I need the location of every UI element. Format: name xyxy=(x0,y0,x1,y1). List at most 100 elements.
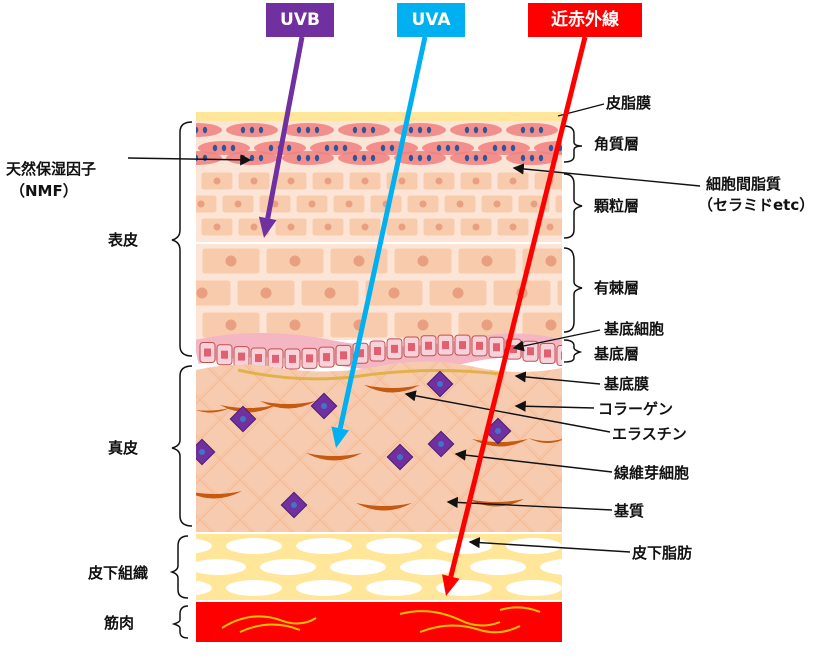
label-intercellular-lipid-note: （セラミドetc） xyxy=(698,196,815,214)
corneum-nucleus xyxy=(370,126,376,134)
cell-nucleus xyxy=(472,177,480,185)
fat-cell xyxy=(436,538,492,554)
collagen-fiber xyxy=(306,453,362,461)
cell-nucleus xyxy=(162,256,173,267)
collagen-fiber xyxy=(196,408,230,413)
light-rays xyxy=(258,36,588,596)
fat-cell xyxy=(226,580,282,596)
muscle-layer xyxy=(196,602,562,642)
basal-nucleus xyxy=(561,351,562,360)
granular-cells xyxy=(148,171,562,237)
cell-nucleus xyxy=(546,223,554,231)
corneum-nucleus xyxy=(361,154,367,162)
basal-nucleus xyxy=(493,343,500,352)
cell-nucleus xyxy=(250,223,258,231)
corneum-nucleus xyxy=(595,127,599,133)
basal-nucleus xyxy=(204,348,211,357)
corneum-nucleus xyxy=(492,144,498,152)
corneum-nucleus xyxy=(296,154,302,162)
corneum-nucleus xyxy=(436,144,442,152)
label-elastin: エラスチン xyxy=(612,425,687,443)
epidermal-cell xyxy=(196,313,197,337)
right-brackets xyxy=(563,125,583,363)
basal-nucleus xyxy=(238,352,245,361)
cell-nucleus xyxy=(287,223,295,231)
cell-nucleus xyxy=(417,319,429,331)
basal-nucleus xyxy=(221,350,228,359)
cell-nucleus xyxy=(472,223,480,231)
cell-nucleus xyxy=(361,223,369,231)
label-basal-layer: 基底層 xyxy=(594,345,640,363)
cell-nucleus xyxy=(225,255,237,267)
fibroblast-nucleus xyxy=(495,428,501,434)
cell-nucleus xyxy=(481,255,493,267)
corneum-nucleus xyxy=(324,144,330,152)
fibroblast-nucleus xyxy=(437,381,443,387)
corneum-nucleus xyxy=(417,154,423,162)
corneum-nucleus xyxy=(408,126,414,134)
cell-nucleus xyxy=(581,288,592,299)
basal-nucleus xyxy=(357,349,364,358)
fat-cell xyxy=(260,559,316,575)
label-sebum: 皮脂膜 xyxy=(606,94,652,112)
corneum-nucleus xyxy=(529,126,535,134)
collagen-fiber xyxy=(356,503,412,511)
cell-nucleus xyxy=(161,201,168,208)
corneum-nucleus xyxy=(454,144,460,152)
corneum-nucleus xyxy=(510,144,516,152)
corneum-nucleus xyxy=(520,154,526,162)
epidermal-cell xyxy=(556,279,562,307)
cell-nucleus xyxy=(213,223,221,231)
basement-membrane-line xyxy=(237,368,501,381)
corneum-nucleus xyxy=(286,144,292,152)
label-nmf: 天然保湿因子 xyxy=(6,160,97,178)
corneum-nucleus xyxy=(370,154,376,162)
label-matrix: 基質 xyxy=(614,502,645,520)
corneum-nucleus xyxy=(268,144,274,152)
corneum-nucleus xyxy=(196,126,199,134)
basal-nucleus xyxy=(459,341,466,350)
cell-nucleus xyxy=(545,319,557,331)
corneum-nucleus xyxy=(305,126,311,134)
label-subcutaneous-tissue: 皮下組織 xyxy=(88,564,149,582)
corneum-nucleus xyxy=(361,126,367,134)
corneum-nucleus xyxy=(249,126,255,134)
cell-nucleus xyxy=(289,319,301,331)
corneum-nucleus xyxy=(240,126,246,134)
cell-nucleus xyxy=(213,177,221,185)
basal-nucleus xyxy=(306,354,313,363)
corneum-nucleus xyxy=(595,155,599,161)
corneum-nucleus xyxy=(529,154,535,162)
cell-nucleus xyxy=(452,287,464,299)
cell-nucleus xyxy=(324,223,332,231)
basal-nucleus xyxy=(289,354,296,363)
label-muscle: 筋肉 xyxy=(104,614,135,632)
label-nmf-abbrev: （NMF） xyxy=(10,182,78,200)
basal-nucleus xyxy=(408,343,415,352)
corneum-nucleus xyxy=(482,154,488,162)
collagen-fiber xyxy=(260,401,316,409)
fat-cell xyxy=(506,580,562,596)
cell-nucleus xyxy=(260,287,272,299)
fat-cell xyxy=(540,559,562,575)
fat-cell xyxy=(400,559,456,575)
cell-nucleus xyxy=(493,200,501,208)
label-fibroblast: 線維芽細胞 xyxy=(614,464,690,482)
epidermal-cell xyxy=(148,195,180,213)
corneum-nucleus xyxy=(567,145,571,151)
cell-nucleus xyxy=(509,223,517,231)
corneum-nucleus xyxy=(380,144,386,152)
corneum-nucleus xyxy=(389,144,395,152)
fibroblast-nucleus xyxy=(199,449,205,455)
corneum-nucleus xyxy=(221,144,227,152)
corneum-nucleus xyxy=(426,126,432,134)
basal-nucleus xyxy=(510,345,517,354)
corneum-nucleus xyxy=(258,126,264,134)
corneum-nucleus xyxy=(473,154,479,162)
corneum-nucleus xyxy=(426,154,432,162)
corneum-nucleus xyxy=(520,126,526,134)
cell-nucleus xyxy=(509,177,517,185)
corneum-nucleus xyxy=(577,155,581,161)
corneum-nucleus xyxy=(464,154,470,162)
